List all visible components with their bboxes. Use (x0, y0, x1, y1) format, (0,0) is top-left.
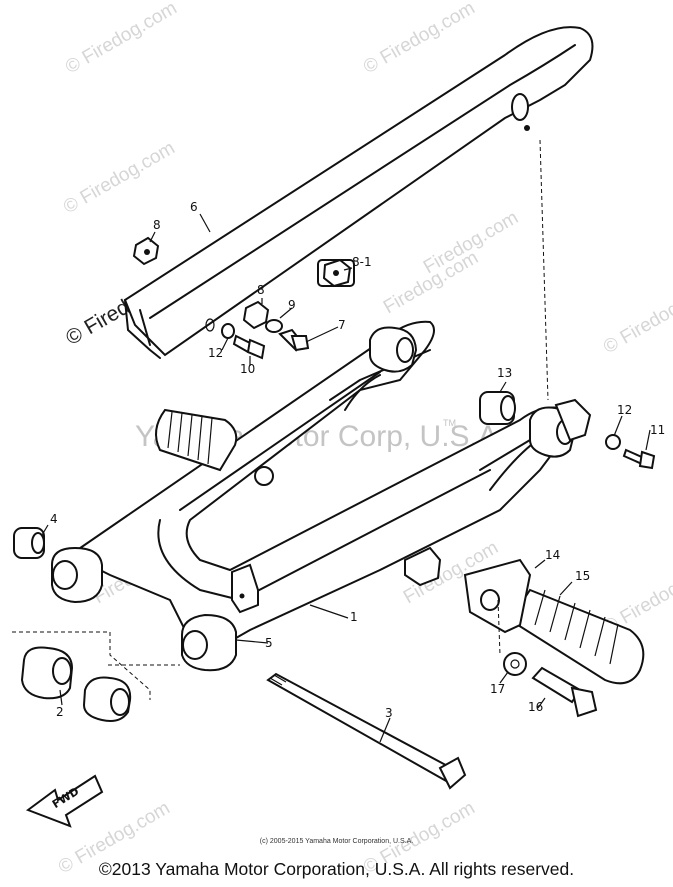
copyright-small: (c) 2005-2015 Yamaha Motor Corporation, … (259, 838, 414, 845)
mount-bracket (404, 546, 442, 587)
chain-guard-part-6 (123, 26, 594, 359)
nut-part-8b (242, 300, 270, 330)
bolt-part-10 (232, 334, 266, 360)
washer-part-12 (221, 323, 235, 339)
footrest-bracket-part-14 (463, 558, 532, 634)
callout-12: 12 (617, 403, 633, 417)
bushing-part-2 (20, 646, 132, 722)
callout-14: 14 (545, 548, 561, 562)
callout-12: 12 (208, 346, 224, 360)
callout-17: 17 (490, 682, 506, 696)
nut-part-8-1 (317, 258, 355, 288)
callout-11: 11 (650, 423, 666, 437)
footrest-left (155, 408, 238, 472)
callout-8-1: 8-1 (352, 255, 372, 269)
callout-4: 4 (50, 512, 58, 526)
rear-collar-upper (369, 326, 418, 373)
bolt-part-11 (622, 448, 656, 470)
forward-direction-arrow (25, 774, 104, 828)
bushing-part-4 (13, 527, 45, 559)
callout-3: 3 (385, 706, 393, 720)
pivot-shaft-part-3 (266, 672, 467, 790)
bolt-part-7 (278, 328, 310, 352)
leader-lines (41, 213, 651, 743)
callout-2: 2 (56, 705, 64, 719)
footer-copyright: ©2013 Yamaha Motor Corporation, U.S.A. A… (98, 859, 575, 879)
callout-6: 6 (190, 200, 198, 214)
callout-10: 10 (240, 362, 256, 376)
washer-part-17 (503, 652, 527, 676)
callout-9: 9 (288, 298, 296, 312)
callout-8: 8 (257, 283, 265, 297)
nut-part-8 (132, 236, 160, 266)
pivot-collar-left (51, 546, 103, 604)
callout-16: 16 (528, 700, 544, 714)
washer-part-12b (605, 434, 621, 450)
collar-part-13 (479, 391, 516, 425)
bolt-part-16 (531, 666, 598, 718)
callout-7: 7 (338, 318, 346, 332)
washer-part-9 (265, 319, 283, 333)
footrest-rubber-part-15 (508, 588, 645, 685)
pivot-collar-part-5 (181, 613, 237, 672)
rear-collar (529, 398, 592, 458)
callout-8: 8 (153, 218, 161, 232)
callout-5: 5 (265, 636, 273, 650)
callout-15: 15 (575, 569, 591, 583)
callout-1: 1 (350, 610, 358, 624)
swing-arm-part-1 (68, 320, 573, 652)
watermark-tm: TM (443, 418, 456, 428)
callout-13: 13 (497, 366, 513, 380)
